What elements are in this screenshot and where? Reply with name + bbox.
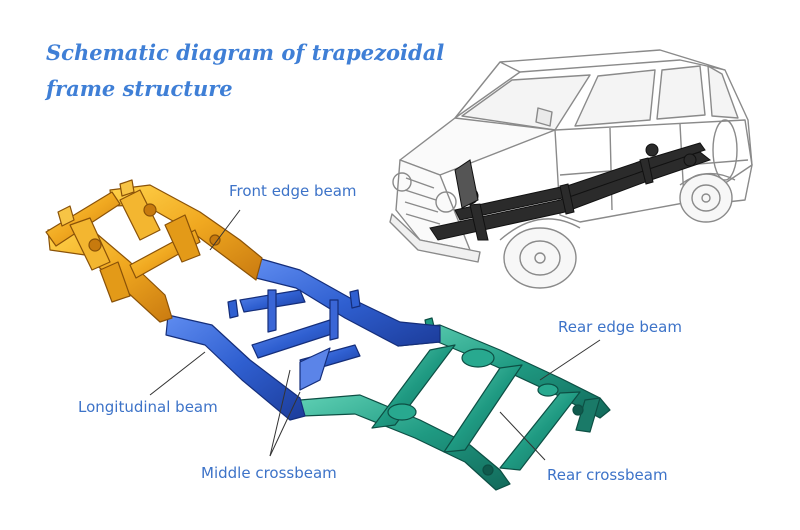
diagram-title-line-2: frame structure (46, 76, 233, 101)
label-middle-crossbeam: Middle crossbeam (201, 464, 337, 482)
label-rear-edge-beam: Rear edge beam (558, 318, 682, 336)
leader-rear-crossbeam (499, 411, 546, 461)
leader-rear-edge-beam (539, 339, 601, 381)
rear-frame-section (299, 317, 611, 491)
label-rear-crossbeam: Rear crossbeam (547, 466, 668, 484)
middle-frame-section (165, 257, 441, 421)
front-frame-section (45, 179, 263, 323)
leader-longitudinal-beam (149, 351, 206, 396)
leader-front-edge-beam (209, 209, 241, 251)
suv-illustration (389, 49, 753, 289)
suv-chassis-frame (429, 142, 712, 241)
label-longitudinal-beam: Longitudinal beam (78, 398, 218, 416)
label-front-edge-beam: Front edge beam (229, 182, 357, 200)
leader-middle-crossbeam-2 (269, 391, 301, 457)
leader-lines (149, 209, 601, 461)
leader-middle-crossbeam-1 (269, 369, 291, 457)
diagram-title-line-1: Schematic diagram of trapezoidal (46, 40, 445, 65)
